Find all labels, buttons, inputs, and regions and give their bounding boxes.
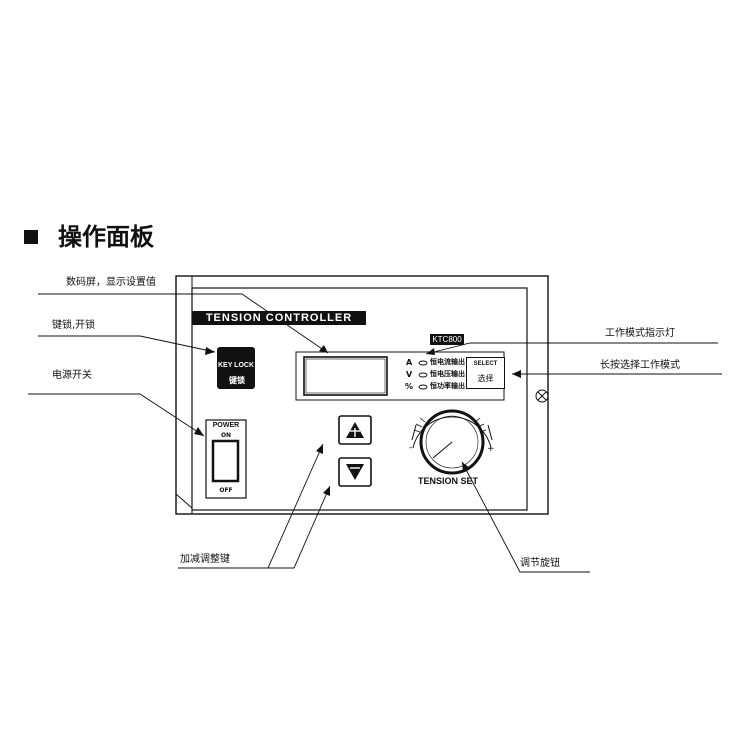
leader-lines [28,293,722,573]
power-switch-frame [205,419,247,499]
page-title: 操作面板 [58,223,154,251]
tension-set-label: TENSION SET [418,476,479,486]
knob-plus-label: + [487,444,495,454]
digital-display [303,356,388,396]
callout-power: 电源开关 [52,370,92,381]
key-lock-sub: 键锁 [229,376,245,385]
key-lock-button[interactable]: KEY LOCK 键锁 [217,347,255,389]
power-switch-rocker [211,439,240,483]
mode-label-current: 恒电流输出 [430,359,465,366]
title-square-icon [24,230,38,244]
mode-label-voltage: 恒电压输出 [430,371,465,378]
mode-symbol-current: A [406,358,413,367]
key-lock-label: KEY LOCK [217,362,255,369]
power-on-label: ON [220,432,232,439]
power-off-label: OFF [219,487,233,494]
led-current [418,360,428,366]
screw-icon [535,389,549,403]
mode-label-power: 恒功率输出 [430,383,465,390]
callout-mode-indicator: 工作模式指示灯 [605,328,675,339]
callout-adjust-keys: 加减调整键 [180,554,230,565]
select-label: SELECT [473,361,498,367]
model-label: KTC800 [430,334,464,345]
select-sub: 选择 [477,374,494,383]
mode-symbol-voltage: V [406,370,413,379]
panel-face [191,287,528,511]
select-button[interactable]: SELECT 选择 [466,357,505,389]
callout-select: 长按选择工作模式 [600,360,680,371]
knob-minus-label: - [409,443,413,453]
led-voltage [418,372,428,378]
callout-display: 数码屏，显示设置值 [66,277,156,288]
callout-knob: 调节旋钮 [520,558,560,569]
callout-key-lock: 键锁,开锁 [52,320,96,331]
tension-controller-banner: TENSION CONTROLLER [192,311,366,325]
power-label: POWER [212,422,240,429]
led-power [418,384,428,390]
mode-symbol-power: % [405,382,414,391]
